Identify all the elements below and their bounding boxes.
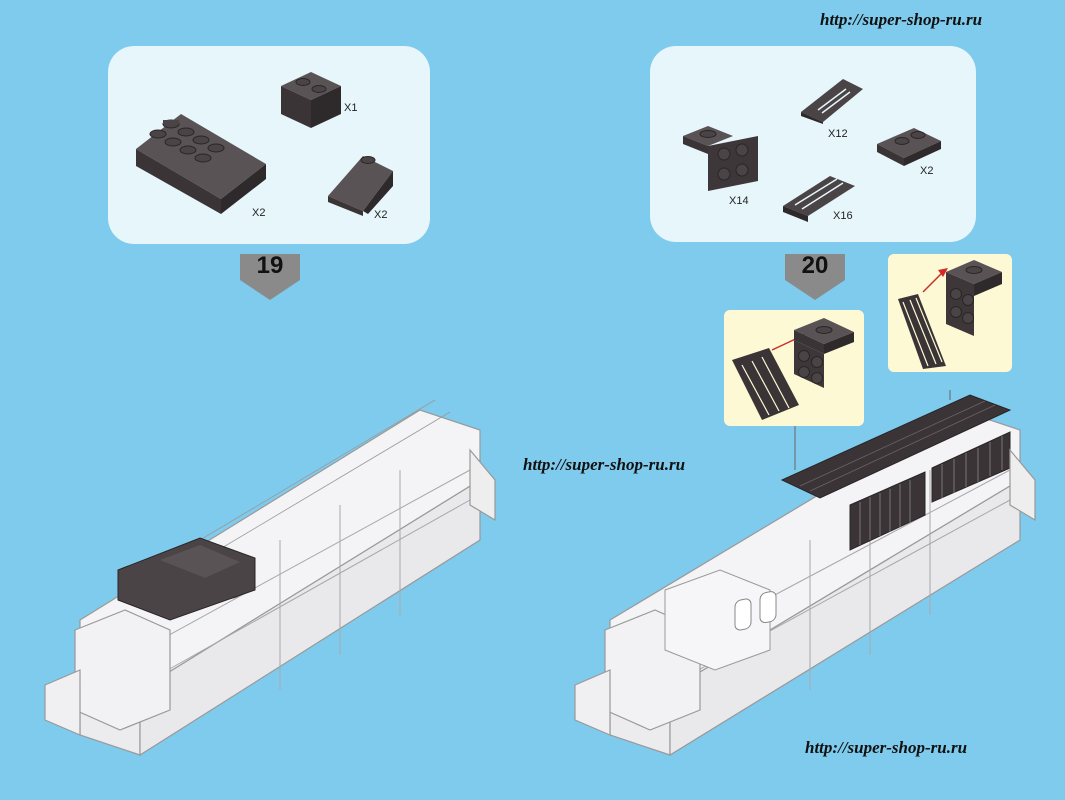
part-qty-label: X14: [729, 195, 749, 207]
down-arrow-icon: [240, 254, 300, 300]
locomotive-model-step19: [44, 399, 496, 757]
part-qty-label: X12: [828, 128, 848, 140]
brick-1x2-icon: [281, 72, 341, 128]
step19-marker: 19: [235, 252, 305, 302]
detail-inset-left: [724, 310, 864, 426]
part-qty-label: X2: [252, 207, 266, 219]
step19-parts-panel: X2 X1 X2: [108, 46, 430, 244]
grille-bracket-assembly-icon: [898, 260, 1002, 369]
slope-brick-1x2-icon: [328, 156, 393, 216]
angle-bracket-plate-icon: [683, 126, 758, 191]
step20-number: 20: [801, 252, 829, 279]
detail-inset-right: [888, 254, 1012, 372]
step20-marker: 20: [780, 252, 850, 302]
part-qty-label: X1: [344, 102, 358, 114]
down-arrow-icon: [785, 254, 845, 300]
watermark-top-right: http://super-shop-ru.ru: [820, 10, 983, 29]
part-qty-label: X2: [920, 165, 934, 177]
locomotive-model-step20: [574, 390, 1036, 757]
watermark-middle: http://super-shop-ru.ru: [523, 455, 686, 474]
grille-tile-slope-icon: [801, 79, 863, 124]
plate-1x2-icon: [877, 128, 941, 166]
part-qty-label: X2: [374, 209, 388, 221]
grille-tile-1x2-icon: [783, 176, 855, 222]
step19-number: 19: [256, 252, 284, 279]
watermark-bottom-right: http://super-shop-ru.ru: [805, 738, 968, 757]
part-qty-label: X16: [833, 210, 853, 222]
grille-bracket-assembly-icon: [732, 318, 854, 420]
slope-brick-2x4-icon: [136, 114, 266, 214]
step20-parts-panel: X14 X12 X2 X1: [650, 46, 976, 242]
